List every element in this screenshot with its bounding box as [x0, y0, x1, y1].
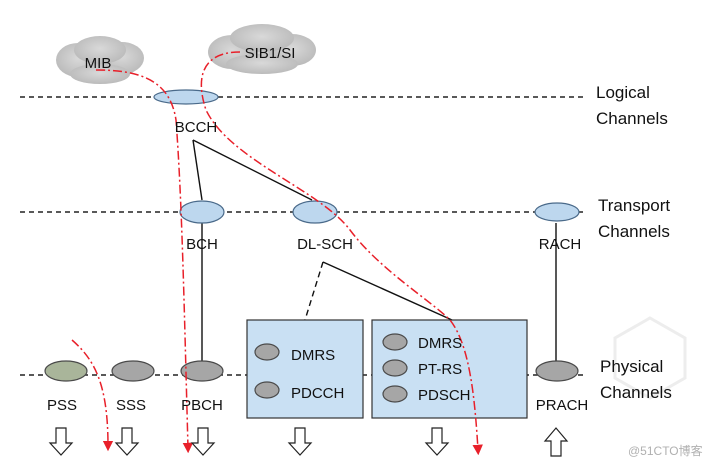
- mib-cloud: MIB: [56, 36, 144, 84]
- sss-label: SSS: [116, 397, 146, 414]
- pbch-down-arrow: [190, 427, 216, 456]
- box1-dmrs-dot: [254, 343, 280, 361]
- physical-layer-label-1: Physical: [600, 357, 663, 376]
- mib-label: MIB: [85, 55, 112, 72]
- box2-ptrs-label: PT-RS: [418, 361, 462, 378]
- transport-layer-label-2: Channels: [598, 222, 670, 241]
- box2-dmrs-dot: [382, 333, 408, 351]
- pdcch-box: [246, 319, 364, 419]
- downlink-arrows: [48, 427, 450, 456]
- rach-label: RACH: [539, 236, 582, 253]
- box1-pdcch-label: PDCCH: [291, 385, 344, 402]
- watermark-logo: [613, 316, 687, 400]
- box2-pdsch-label: PDSCH: [418, 387, 471, 404]
- pss-label: PSS: [47, 397, 77, 414]
- pss-sss-flow-path: [71, 339, 114, 452]
- bcch-label: BCCH: [175, 119, 218, 136]
- pss-down-arrow: [48, 427, 74, 456]
- sss-down-arrow: [114, 427, 140, 456]
- pbch-label: PBCH: [181, 397, 223, 414]
- pss-node: [44, 360, 88, 382]
- bch-label: BCH: [186, 236, 218, 253]
- watermark-text: @51CTO博客: [628, 443, 703, 458]
- box2-dmrs-label: DMRS: [418, 335, 462, 352]
- mapping-lines: [192, 139, 557, 362]
- logical-layer-label-2: Channels: [596, 109, 668, 128]
- prach-up-arrow: [543, 427, 569, 457]
- pdcch-down-arrow: [287, 427, 313, 456]
- bch-node: [179, 200, 225, 224]
- sib-label: SIB1/SI: [245, 45, 296, 62]
- rach-node: [534, 202, 580, 222]
- information-flow-paths: [71, 51, 483, 456]
- pdsch-down-arrow: [424, 427, 450, 456]
- box1-pdcch-dot: [254, 381, 280, 399]
- dlsch-node: [292, 200, 338, 224]
- box2-ptrs-dot: [382, 359, 408, 377]
- mib-flow-path: [95, 69, 194, 454]
- sib-cloud: SIB1/SI: [208, 24, 316, 74]
- prach-label: PRACH: [536, 397, 589, 414]
- transport-layer-label-1: Transport: [598, 196, 670, 215]
- logical-layer-label-1: Logical: [596, 83, 650, 102]
- dlsch-label: DL-SCH: [297, 236, 353, 253]
- box2-pdsch-dot: [382, 385, 408, 403]
- sss-node: [111, 360, 155, 382]
- bcch-node: [153, 89, 219, 105]
- prach-node: [535, 360, 579, 382]
- physical-layer-label-2: Channels: [600, 383, 672, 402]
- pbch-node: [180, 360, 224, 382]
- box1-dmrs-label: DMRS: [291, 347, 335, 364]
- sib-flow-path: [200, 51, 483, 456]
